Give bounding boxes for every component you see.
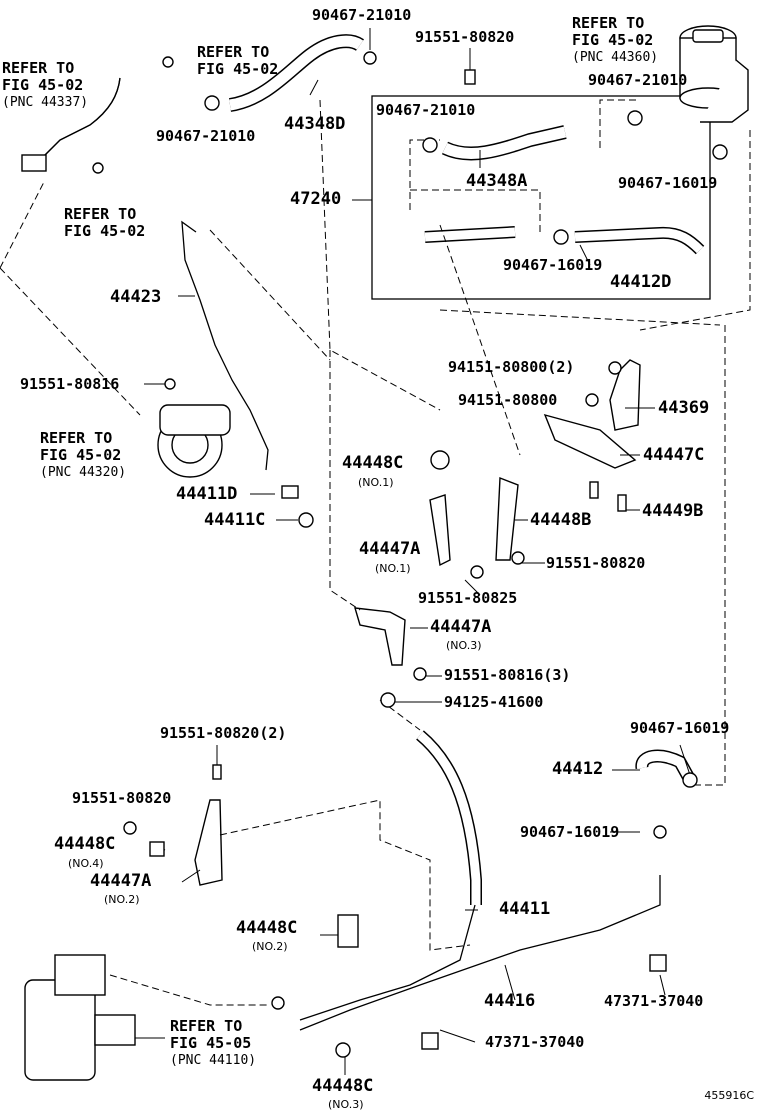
ref-line2: FIG 45-02 (572, 31, 654, 49)
ref-line1: REFER TO (572, 14, 645, 32)
hose-44348d-drawing (228, 34, 365, 112)
part-note-44448c-4: (NO.4) (68, 857, 104, 870)
pump-drawing (157, 404, 231, 478)
steering-gear-drawing (24, 954, 136, 1081)
part-note-44447a-1: (NO.1) (375, 562, 411, 575)
part-label-44411: 44411 (499, 899, 551, 919)
part-label-91551-80820-a: 91551-80820 (415, 28, 515, 46)
part-label-44416: 44416 (484, 991, 536, 1011)
part-label-44348d: 44348D (284, 114, 346, 134)
hose-44411-drawing (416, 730, 482, 905)
inset-hoses-drawing (424, 125, 705, 255)
part-label-44411d: 44411D (176, 484, 238, 504)
part-label-91551-80820-2: 91551-80820(2) (160, 724, 287, 742)
ref-line2: FIG 45-02 (2, 76, 84, 94)
ref-line1: REFER TO (2, 59, 75, 77)
part-label-91551-80820-c: 91551-80820 (72, 789, 172, 807)
ref-line2: FIG 45-02 (40, 446, 122, 464)
return-pipe-drawing (21, 77, 121, 172)
hose-44412-drawing (635, 749, 696, 784)
part-label-44447a-1: 44447A (359, 539, 421, 559)
part-label-91551-80825: 91551-80825 (418, 589, 518, 607)
ref-pnc: (PNC 44320) (40, 465, 127, 480)
bracket-44447a-2 (194, 799, 223, 886)
ref-pnc: (PNC 44110) (170, 1053, 257, 1068)
ref-line1: REFER TO (40, 429, 113, 447)
part-label-90467-21010-c: 90467-21010 (376, 101, 476, 119)
bracket-44369 (609, 359, 641, 431)
ref-line1: REFER TO (64, 205, 137, 223)
part-label-44423: 44423 (110, 287, 162, 307)
part-label-44449b: 44449B (642, 501, 704, 521)
bracket-44447c (543, 413, 637, 469)
ref-callout-pnc-44337: REFER TO FIG 45-02 (PNC 44337) (2, 60, 88, 111)
part-label-90467-16019-c: 90467-16019 (630, 719, 730, 737)
part-label-44448c-3: 44448C (312, 1076, 374, 1096)
part-label-44447c: 44447C (643, 445, 705, 465)
pressure-tube-44423 (181, 220, 269, 471)
bracket-44447a-3 (354, 607, 406, 666)
part-note-44448c-2: (NO.2) (252, 940, 288, 953)
part-label-90467-21010-d: 90467-21010 (588, 71, 688, 89)
part-label-44448c-2: 44448C (236, 918, 298, 938)
ref-line2: FIG 45-02 (64, 222, 146, 240)
fasteners (92, 51, 728, 1058)
ref-callout-pnc-44110: REFER TO FIG 45-05 (PNC 44110) (170, 1018, 256, 1069)
ref-line1: REFER TO (197, 43, 270, 61)
part-note-44447a-2: (NO.2) (104, 893, 140, 906)
dashed-leaders (0, 99, 751, 1006)
ref-pnc: (PNC 44337) (2, 95, 89, 110)
part-label-44448b: 44448B (530, 510, 592, 530)
part-label-44448c-4: 44448C (54, 834, 116, 854)
ref-line1: REFER TO (170, 1017, 243, 1035)
part-label-90467-16019-a: 90467-16019 (618, 174, 718, 192)
part-label-94151-80800: 94151-80800 (458, 391, 558, 409)
ref-pnc: (PNC 44360) (572, 50, 659, 65)
part-label-44447a-3: 44447A (430, 617, 492, 637)
part-label-44412: 44412 (552, 759, 604, 779)
ref-callout-pnc-44320: REFER TO FIG 45-02 (PNC 44320) (40, 430, 126, 481)
tube-44416 (299, 875, 661, 1031)
bracket-44448b (495, 476, 519, 561)
part-note-44448c-1: (NO.1) (358, 476, 394, 489)
part-label-44448c-1: 44448C (342, 453, 404, 473)
part-label-90467-21010-b: 90467-21010 (156, 127, 256, 145)
part-label-91551-80816-a: 91551-80816 (20, 375, 120, 393)
part-label-44412d: 44412D (610, 272, 672, 292)
leader-lines (135, 28, 691, 1075)
reservoir-drawing (679, 25, 749, 123)
ref-callout-left: REFER TO FIG 45-02 (64, 206, 145, 240)
part-label-44348a: 44348A (466, 171, 528, 191)
part-label-90467-21010-a: 90467-21010 (312, 6, 412, 24)
part-label-90467-16019-b: 90467-16019 (503, 256, 603, 274)
part-label-44411c: 44411C (204, 510, 266, 530)
ref-line2: FIG 45-02 (197, 60, 279, 78)
part-label-47371-37040-a: 47371-37040 (604, 992, 704, 1010)
part-label-44369: 44369 (658, 398, 710, 418)
ref-callout-top: REFER TO FIG 45-02 (197, 44, 278, 78)
inset-frame (371, 95, 711, 300)
part-label-47240: 47240 (290, 189, 342, 209)
ref-callout-pnc-44360: REFER TO FIG 45-02 (PNC 44360) (572, 15, 658, 66)
part-note-44447a-3: (NO.3) (446, 639, 482, 652)
part-label-90467-16019-d: 90467-16019 (520, 823, 620, 841)
part-label-94125-41600: 94125-41600 (444, 693, 544, 711)
part-note-44448c-3: (NO.3) (328, 1098, 364, 1111)
part-label-44447a-2: 44447A (90, 871, 152, 891)
part-label-47371-37040-b: 47371-37040 (485, 1033, 585, 1051)
bracket-44447a-1 (429, 494, 451, 567)
diagram-id: 455916C (704, 1089, 754, 1102)
part-label-91551-80816-3: 91551-80816(3) (444, 666, 571, 684)
part-label-91551-80820-b: 91551-80820 (546, 554, 646, 572)
part-label-94151-80800-2: 94151-80800(2) (448, 358, 575, 376)
ref-line2: FIG 45-05 (170, 1034, 252, 1052)
